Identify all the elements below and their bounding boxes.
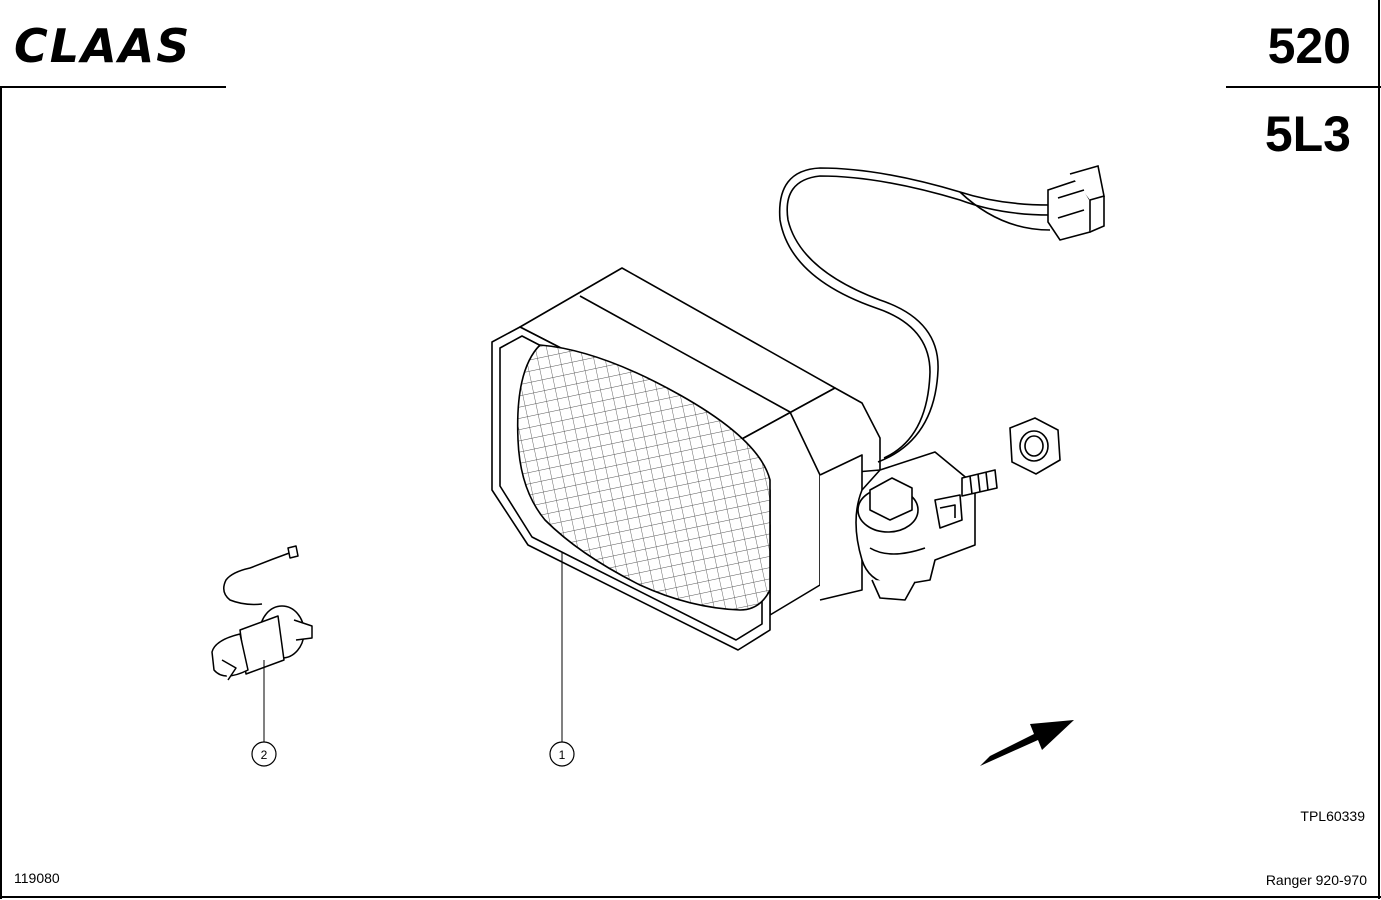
drawing-number: TPL60339: [1300, 808, 1365, 824]
callout-2: 2: [251, 741, 277, 767]
arrow-icon: [980, 720, 1074, 766]
bulb-assembly: [211, 545, 313, 681]
page-number: 520: [1267, 18, 1351, 74]
header-rule-right: [1226, 86, 1381, 88]
model-range: Ranger 920-970: [1265, 872, 1367, 888]
lamp-cable: [778, 167, 1051, 463]
logo-text: CLAAS: [14, 22, 191, 70]
work-lamp: [491, 267, 881, 651]
cable-connector: [1047, 164, 1105, 241]
hex-nut: [1009, 417, 1061, 475]
claas-logo: CLAAS: [14, 22, 191, 70]
mounting-bracket: [855, 451, 998, 601]
callout-1: 1: [549, 741, 575, 767]
document-id: 119080: [14, 870, 60, 886]
header-rule-left: [0, 86, 226, 88]
callout-leaders: [263, 552, 563, 742]
group-code: 5L3: [1264, 106, 1351, 162]
callout-1-label: 1: [559, 748, 566, 762]
callout-2-label: 2: [261, 748, 268, 762]
